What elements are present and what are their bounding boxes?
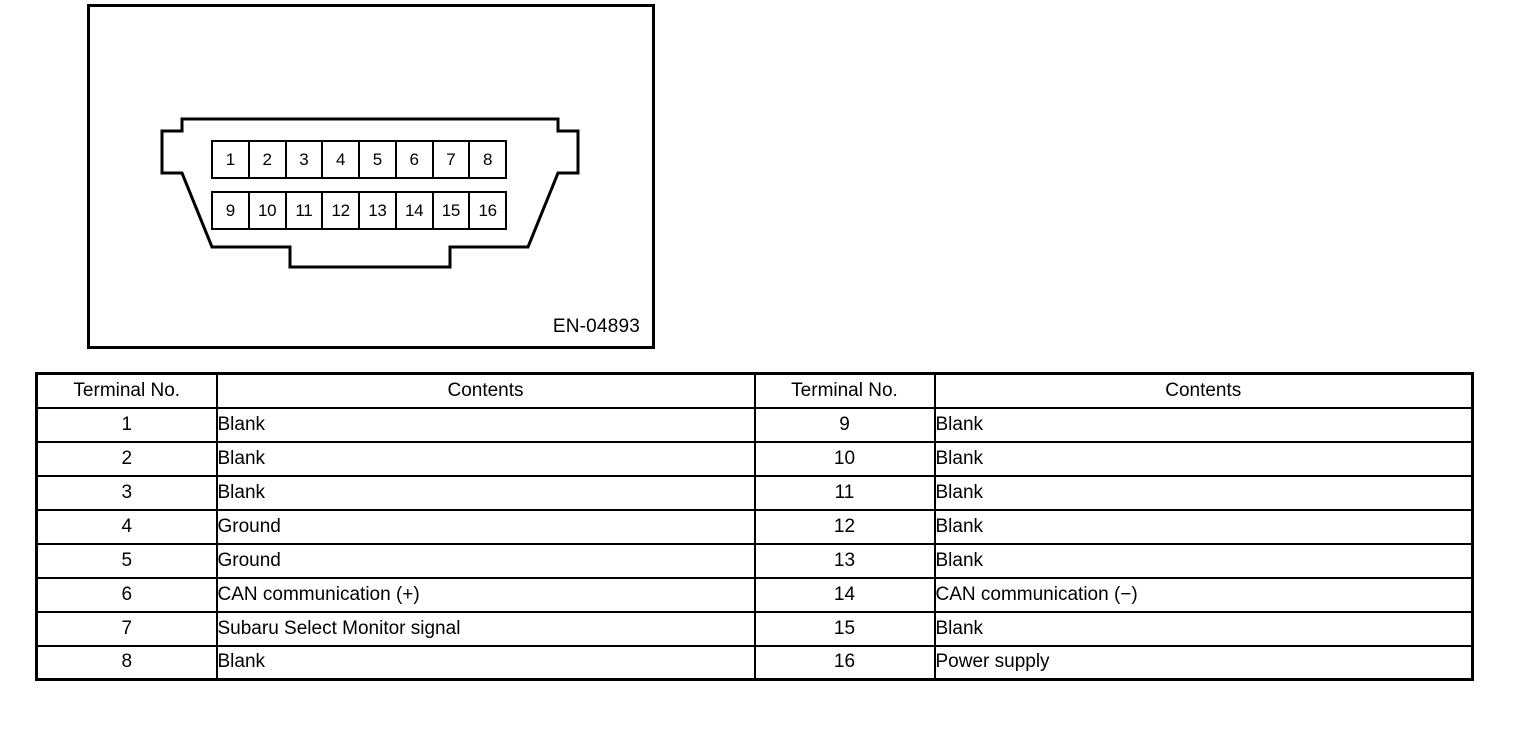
contents-16: Power supply	[933, 644, 1474, 681]
contents-4: Ground	[215, 508, 756, 545]
terminal-no-8: 8	[35, 644, 218, 681]
terminal-no-7: 7	[35, 610, 218, 647]
pin-cell-11: 11	[287, 193, 324, 228]
pin-cell-16: 16	[478, 201, 497, 220]
contents-13: Blank	[933, 542, 1474, 579]
pin-cell-5: 5	[360, 142, 397, 177]
table-row: 8 Blank 16 Power supply	[35, 644, 1474, 681]
pin-cell-6: 6	[397, 142, 434, 177]
terminal-no-3: 3	[35, 474, 218, 511]
figure-id-label: EN-04893	[552, 316, 640, 337]
pin-cell-13: 13	[360, 193, 397, 228]
pin-cell-12: 12	[323, 193, 360, 228]
contents-5: Ground	[215, 542, 756, 579]
pin-cell-10: 10	[250, 193, 287, 228]
terminal-no-12: 12	[753, 508, 936, 545]
contents-12: Blank	[933, 508, 1474, 545]
table-header-row: Terminal No. Contents Terminal No. Conte…	[35, 372, 1474, 409]
contents-6: CAN communication (+)	[215, 576, 756, 613]
terminal-table-body: Terminal No. Contents Terminal No. Conte…	[35, 372, 1474, 681]
pin-cell-7: 7	[434, 142, 471, 177]
pin-cell-1: 1	[213, 142, 250, 177]
contents-11: Blank	[933, 474, 1474, 511]
contents-2: Blank	[215, 440, 756, 477]
header-contents-left: Contents	[215, 372, 756, 409]
terminal-no-14: 14	[753, 576, 936, 613]
table-row: 7 Subaru Select Monitor signal 15 Blank	[35, 610, 1474, 647]
contents-8: Blank	[215, 644, 756, 681]
connector-figure-panel: 1 2 3 4 5 6 7 8 9 10 11 12 13 14 15 16 E…	[87, 4, 655, 349]
pin-cell-4: 4	[323, 142, 360, 177]
table-row: 2 Blank 10 Blank	[35, 440, 1474, 477]
table-row: 3 Blank 11 Blank	[35, 474, 1474, 511]
terminal-no-9: 9	[753, 406, 936, 443]
pin-cell-3: 3	[287, 142, 324, 177]
contents-15: Blank	[933, 610, 1474, 647]
pin-cell-14: 14	[397, 193, 434, 228]
connector-drawing: 1 2 3 4 5 6 7 8 9 10 11 12 13 14 15 16	[160, 111, 580, 281]
terminal-no-2: 2	[35, 440, 218, 477]
terminal-no-13: 13	[753, 542, 936, 579]
terminal-no-1: 1	[35, 406, 218, 443]
terminal-no-4: 4	[35, 508, 218, 545]
contents-1: Blank	[215, 406, 756, 443]
pin-cell-2: 2	[250, 142, 287, 177]
terminal-no-16: 16	[753, 644, 936, 681]
terminal-no-5: 5	[35, 542, 218, 579]
contents-9: Blank	[933, 406, 1474, 443]
header-terminal-no-left: Terminal No.	[35, 372, 218, 409]
table-row: 1 Blank 9 Blank	[35, 406, 1474, 443]
pin-cell-8: 8	[483, 150, 493, 169]
contents-10: Blank	[933, 440, 1474, 477]
terminal-no-11: 11	[753, 474, 936, 511]
pin-row-top: 1 2 3 4 5 6 7 8	[211, 140, 507, 179]
header-contents-right: Contents	[933, 372, 1474, 409]
terminal-no-10: 10	[753, 440, 936, 477]
pin-cell-15: 15	[434, 193, 471, 228]
pin-cell-9: 9	[213, 193, 250, 228]
table-row: 4 Ground 12 Blank	[35, 508, 1474, 545]
table-row: 6 CAN communication (+) 14 CAN communica…	[35, 576, 1474, 613]
header-terminal-no-right: Terminal No.	[753, 372, 936, 409]
pin-row-bottom: 9 10 11 12 13 14 15 16	[211, 191, 507, 230]
pin-grid: 1 2 3 4 5 6 7 8 9 10 11 12 13 14 15 16	[211, 140, 507, 230]
contents-7: Subaru Select Monitor signal	[215, 610, 756, 647]
table-row: 5 Ground 13 Blank	[35, 542, 1474, 579]
terminal-no-15: 15	[753, 610, 936, 647]
terminal-no-6: 6	[35, 576, 218, 613]
terminal-assignment-table: Terminal No. Contents Terminal No. Conte…	[35, 372, 1474, 681]
contents-14: CAN communication (−)	[933, 576, 1474, 613]
contents-3: Blank	[215, 474, 756, 511]
